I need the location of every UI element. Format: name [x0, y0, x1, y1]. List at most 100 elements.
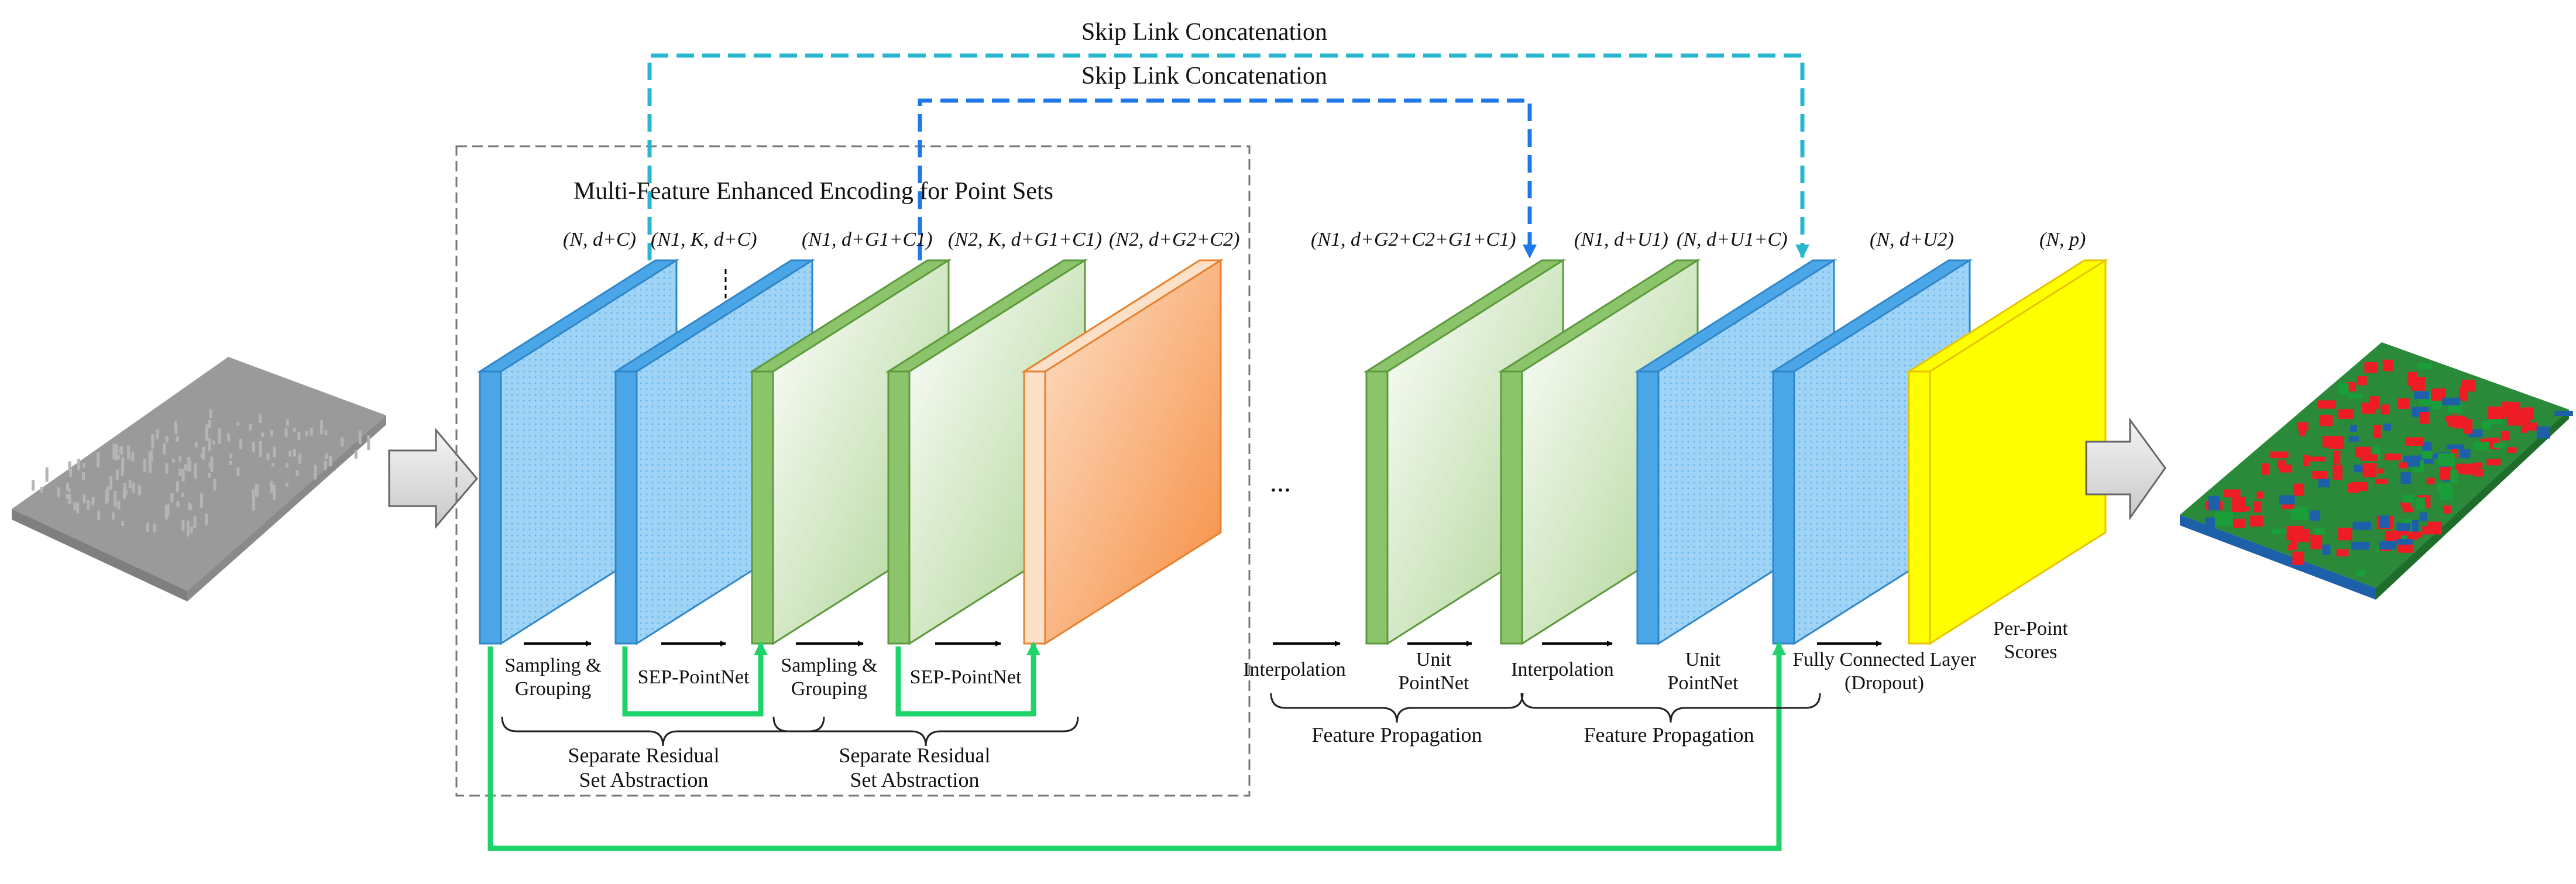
point-texture	[181, 493, 184, 497]
point-texture	[314, 465, 317, 480]
point-texture	[115, 443, 118, 460]
dimension-label: (N1, d+G1+C1)	[802, 229, 932, 250]
point-texture	[83, 494, 86, 504]
point-texture	[208, 472, 211, 478]
segment-patch	[2459, 386, 2468, 401]
point-texture	[170, 493, 174, 503]
segment-patch	[2381, 404, 2390, 415]
segment-patch	[2293, 483, 2304, 496]
group-braces	[501, 693, 1821, 747]
point-texture	[66, 483, 69, 491]
segment-patch	[2270, 451, 2289, 459]
segment-patch	[2318, 478, 2330, 487]
point-texture	[213, 479, 217, 491]
point-texture	[148, 452, 152, 466]
point-texture	[165, 463, 169, 474]
point-texture	[266, 453, 270, 460]
point-texture	[298, 453, 301, 464]
input-point-cloud	[12, 357, 386, 601]
dimension-labels: (N, d+C)(N1, K, d+C)(N1, d+G1+C1)(N2, K,…	[563, 229, 2086, 250]
segment-patch	[2443, 505, 2451, 514]
point-texture	[97, 452, 100, 467]
segment-patch	[2312, 471, 2327, 479]
point-texture	[165, 436, 169, 443]
point-texture	[270, 480, 273, 493]
residual-link	[895, 641, 1040, 717]
segment-patch	[2493, 443, 2505, 448]
residual-link	[622, 641, 768, 717]
segment-patch	[2310, 534, 2323, 549]
segment-patch	[2422, 450, 2433, 459]
point-texture	[184, 464, 187, 471]
layer-stack	[476, 259, 2109, 645]
segmented-point-cloud	[2180, 342, 2573, 600]
segment-patch	[2254, 501, 2261, 512]
segment-patch	[2438, 453, 2455, 466]
step-label: SEP-PointNet	[910, 666, 1022, 688]
point-texture	[227, 433, 231, 442]
point-texture	[176, 481, 179, 492]
point-texture	[236, 422, 240, 426]
point-texture	[205, 425, 208, 441]
point-texture	[252, 489, 255, 500]
point-texture	[207, 423, 209, 428]
segment-patch	[2347, 393, 2363, 399]
point-texture	[156, 429, 159, 439]
segment-patch	[2292, 551, 2304, 565]
encoder-box	[455, 145, 1251, 797]
point-texture	[32, 480, 35, 491]
point-texture	[146, 522, 149, 532]
point-texture	[73, 502, 77, 511]
dimension-label: (N, d+U2)	[1870, 229, 1954, 250]
point-texture	[120, 446, 123, 455]
point-texture	[109, 476, 113, 490]
point-texture	[176, 435, 179, 442]
point-texture	[284, 428, 288, 438]
segment-patch	[2407, 372, 2418, 386]
point-texture	[171, 459, 175, 463]
segment-patch	[2488, 406, 2507, 419]
point-texture	[205, 514, 208, 526]
segment-patch	[2290, 506, 2308, 520]
segment-patch	[2422, 526, 2430, 535]
segment-patch	[2445, 416, 2458, 422]
point-texture	[166, 503, 170, 516]
segment-patch	[2403, 455, 2420, 467]
segment-patch	[2256, 491, 2264, 499]
point-texture	[127, 445, 130, 459]
point-texture	[255, 490, 259, 495]
dimension-label: (N, p)	[2039, 229, 2086, 250]
point-texture	[115, 469, 119, 480]
segment-patch	[2379, 515, 2390, 528]
point-texture	[123, 483, 127, 496]
segment-patch	[2442, 397, 2461, 405]
segment-patch	[2402, 507, 2413, 512]
point-texture	[209, 409, 212, 418]
point-texture	[193, 516, 197, 528]
skip-link-label: Skip Link Concatenation	[1081, 63, 1327, 90]
point-texture	[208, 419, 211, 428]
segment-patch	[2398, 462, 2407, 469]
segment-patch	[2459, 449, 2471, 459]
segment-patch	[2398, 398, 2410, 409]
segment-patch	[2463, 419, 2473, 434]
point-texture	[358, 431, 362, 444]
segment-patch	[2417, 363, 2433, 369]
point-texture	[114, 491, 117, 507]
segment-patch	[2400, 472, 2411, 484]
point-texture	[124, 490, 128, 495]
segment-patch	[2355, 446, 2371, 458]
skip-link-label: Skip Link Concatenation	[1081, 19, 1327, 46]
point-texture	[200, 453, 204, 459]
point-texture	[188, 460, 191, 472]
segment-patch	[2383, 424, 2392, 431]
point-texture	[151, 436, 154, 449]
point-texture	[82, 472, 85, 480]
point-texture	[259, 414, 262, 424]
point-texture	[288, 450, 292, 457]
segment-patch	[2297, 422, 2309, 431]
